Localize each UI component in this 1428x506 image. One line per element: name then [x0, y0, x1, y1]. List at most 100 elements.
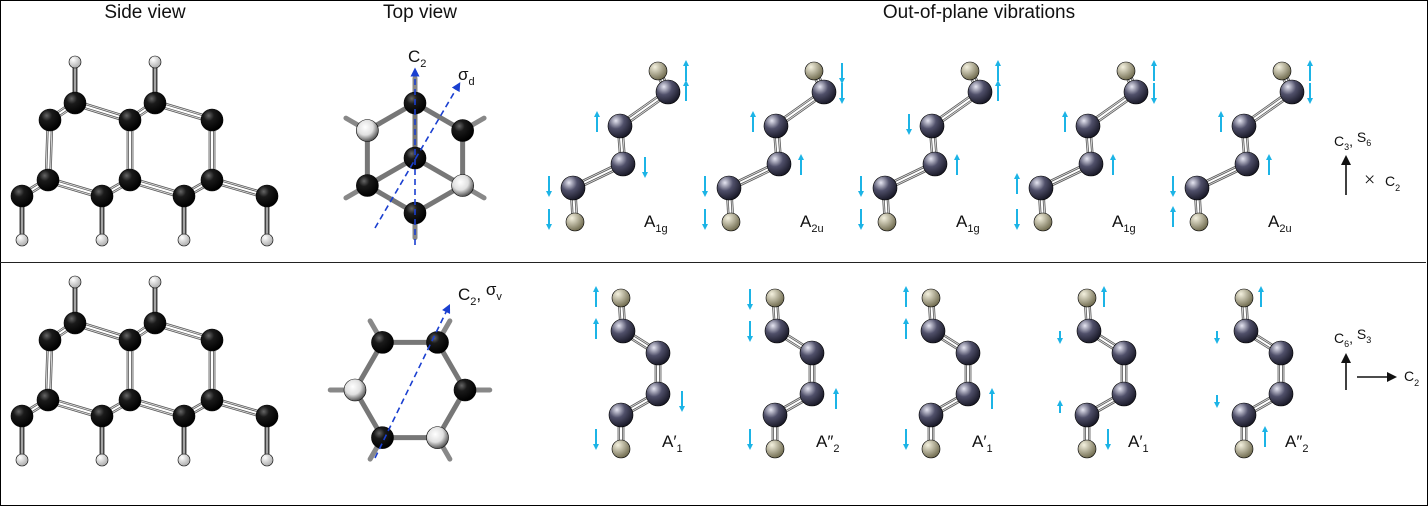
purple-atom [1233, 318, 1259, 344]
mode-label-row1: A2u [1268, 212, 1292, 235]
tan-atom [960, 61, 980, 81]
vibration-mode-row2: A′1 [593, 286, 685, 459]
carbon-atom [118, 108, 142, 132]
purple-atom [1268, 340, 1294, 366]
mode-label-row1: A1g [1112, 212, 1136, 235]
mode-label-row1: A1g [644, 212, 668, 235]
vibration-mode-row2: A′1 [903, 286, 995, 459]
purple-atom [645, 381, 671, 407]
vibration-mode-row1: A1g [858, 60, 1001, 235]
sigma-d-label: σd [458, 65, 475, 88]
c2-axis-label: C2 [1385, 173, 1400, 193]
tan-atom [921, 439, 941, 459]
lower-carbon-atom [343, 378, 367, 402]
tan-atom [611, 288, 631, 308]
purple-atom [799, 381, 825, 407]
main-axis-label: C3, S6 [1334, 129, 1371, 152]
purple-atom [1268, 381, 1294, 407]
purple-atom [766, 151, 792, 177]
purple-atom [764, 318, 790, 344]
carbon-atom [255, 404, 279, 428]
hydrogen-atom [68, 275, 82, 289]
carbon-atom [200, 168, 224, 192]
mode-label-row1: A2u [800, 212, 824, 235]
hydrogen-atom [260, 453, 274, 467]
c2-sigma-v-label: C2, σv [458, 280, 502, 308]
tan-atom [765, 288, 785, 308]
purple-atom [1234, 151, 1260, 177]
hydrogen-atom [177, 453, 191, 467]
purple-atom [918, 402, 944, 428]
hydrogen-atom [68, 55, 82, 69]
purple-atom [955, 340, 981, 366]
carbon-atom [200, 388, 224, 412]
purple-atom [920, 318, 946, 344]
row-divider [0, 262, 1426, 263]
lower-carbon-atom [426, 426, 449, 449]
carbon-atom [36, 388, 60, 412]
carbon-atom [90, 184, 114, 208]
upper-carbon-atom [451, 119, 474, 142]
purple-atom [919, 113, 945, 139]
header-top-view: Top view [383, 2, 457, 23]
tan-atom [1033, 212, 1053, 232]
purple-atom [1231, 113, 1257, 139]
tan-atom [877, 212, 897, 232]
tan-atom [721, 212, 741, 232]
carbon-atom [118, 168, 142, 192]
purple-atom [799, 340, 825, 366]
carbon-atom [200, 108, 224, 132]
purple-atom [1074, 402, 1100, 428]
purple-atom [610, 151, 636, 177]
header-side-view: Side view [104, 2, 186, 23]
cross-symbol: × [1364, 169, 1375, 191]
purple-atom [1078, 151, 1104, 177]
carbon-atom [200, 328, 224, 352]
purple-atom [762, 402, 788, 428]
carbon-atom [38, 328, 62, 352]
tan-atom [1189, 212, 1209, 232]
carbon-atom [118, 388, 142, 412]
purple-atom [955, 381, 981, 407]
purple-atom [1231, 402, 1257, 428]
tan-atom [1116, 61, 1136, 81]
hydrogen-atom [95, 233, 109, 247]
vibration-mode-row2: A′1 [1057, 286, 1149, 459]
carbon-atom [38, 108, 62, 132]
tan-atom [1234, 288, 1254, 308]
c2-sigma-v-axis [374, 303, 451, 459]
purple-atom [607, 113, 633, 139]
vibration-mode-row1: A1g [546, 60, 689, 235]
carbon-atom [143, 91, 167, 115]
purple-atom [1028, 175, 1054, 201]
purple-atom [967, 79, 993, 105]
upper-carbon-atom [371, 426, 394, 449]
mode-label-row1: A1g [956, 212, 980, 235]
tan-atom [1272, 61, 1292, 81]
side-views [10, 55, 279, 467]
purple-atom [1111, 381, 1137, 407]
lower-carbon-atom [451, 174, 474, 197]
mode-label-row2: A′1 [662, 432, 683, 455]
purple-atom [922, 151, 948, 177]
tan-atom [1077, 288, 1097, 308]
carbon-atom [172, 184, 196, 208]
hydrogen-atom [260, 233, 274, 247]
carbon-atom [172, 404, 196, 428]
purple-atom [645, 340, 671, 366]
tan-atom [648, 61, 668, 81]
tan-atom [611, 439, 631, 459]
purple-atom [1123, 79, 1149, 105]
purple-atom [1279, 79, 1305, 105]
upper-carbon-atom [453, 378, 477, 402]
upper-carbon-atom [356, 174, 379, 197]
purple-atom [763, 113, 789, 139]
tan-atom [565, 212, 585, 232]
purple-atom [608, 402, 634, 428]
carbon-atom [90, 404, 114, 428]
top-view-structure [327, 318, 493, 462]
